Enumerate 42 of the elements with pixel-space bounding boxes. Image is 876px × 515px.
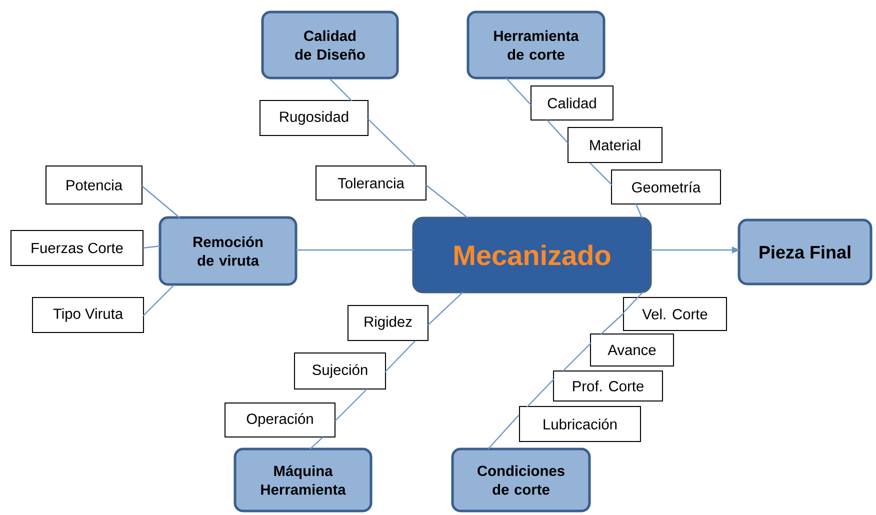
connector-line xyxy=(330,78,352,102)
connector-line xyxy=(334,388,368,422)
connector-line xyxy=(428,292,464,326)
connector-line xyxy=(600,312,624,334)
label-box: Lubricación xyxy=(519,406,641,442)
label-box: Geometría xyxy=(611,170,721,204)
connector-line xyxy=(310,436,324,450)
category-box: Condiciones de corte xyxy=(451,448,591,512)
category-box: Máquina Herramienta xyxy=(234,448,372,512)
connector-line xyxy=(546,120,568,144)
connector-line xyxy=(590,162,612,186)
label-box: Tolerancia xyxy=(316,166,426,200)
label-box: Sujeción xyxy=(294,352,386,390)
connector-line xyxy=(384,340,416,372)
label-box: Tipo Viruta xyxy=(32,297,144,333)
connector-line xyxy=(368,118,416,166)
label-box: Avance xyxy=(590,334,674,366)
connector-line xyxy=(526,378,554,408)
connector-line xyxy=(142,284,174,316)
label-box: Rigidez xyxy=(348,305,428,341)
label-box: Calidad xyxy=(530,86,614,120)
label-box: Potencia xyxy=(46,166,142,204)
label-box: Vel. Corte xyxy=(623,297,727,331)
label-box: Operación xyxy=(224,402,336,438)
main-box: Mecanizado xyxy=(412,216,652,294)
connector-line xyxy=(635,204,643,218)
connector-line xyxy=(426,184,468,218)
result-box: Pieza Final xyxy=(738,218,872,286)
label-box: Rugosidad xyxy=(260,100,368,136)
connector-line xyxy=(506,78,532,106)
category-box: Herramienta de corte xyxy=(466,10,606,80)
category-box: Calidad de Diseño xyxy=(261,10,399,80)
connector-line xyxy=(562,342,592,372)
label-box: Fuerzas Corte xyxy=(10,230,144,266)
label-box: Material xyxy=(568,127,662,163)
connector-line xyxy=(488,414,520,450)
connector-line xyxy=(624,292,644,312)
connector-line xyxy=(142,245,160,249)
connector-line xyxy=(142,186,180,218)
category-box: Remoción de viruta xyxy=(158,216,298,286)
connector-line xyxy=(296,249,414,251)
label-box: Prof. Corte xyxy=(553,370,663,402)
